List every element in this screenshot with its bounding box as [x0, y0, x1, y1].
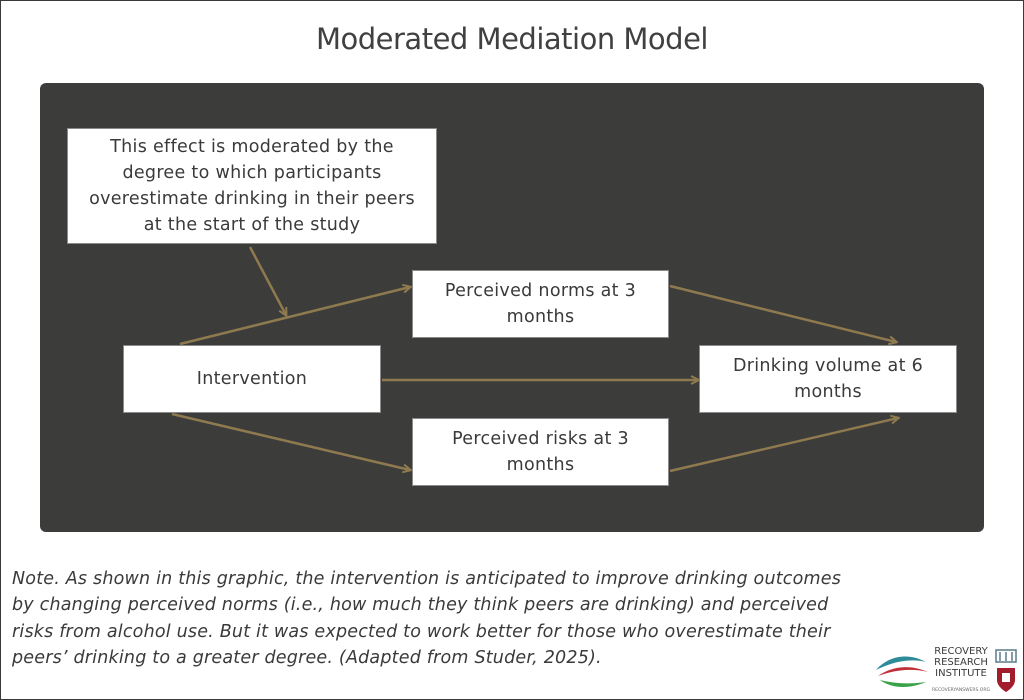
perceived-risks-box: Perceived risks at 3 months	[412, 418, 669, 486]
arrow-norms-to-outcome	[669, 284, 896, 342]
arrow-intervention-to-risks	[171, 412, 410, 470]
arrow-risks-to-outcome	[669, 418, 898, 473]
perceived-norms-box: Perceived norms at 3 months	[412, 270, 669, 338]
swoosh-icon	[876, 656, 928, 687]
drinking-volume-box: Drinking volume at 6 months	[699, 345, 957, 413]
institution-shield-icon	[995, 649, 1017, 692]
logo-line-3: INSTITUTE	[935, 668, 987, 679]
slide-title: Moderated Mediation Model	[316, 22, 709, 56]
logo-line-1: RECOVERY	[934, 646, 988, 657]
logo-line-2: RESEARCH	[934, 657, 988, 668]
intervention-box: Intervention	[123, 345, 381, 413]
moderator-box: This effect is moderated by the degree t…	[67, 128, 437, 244]
recovery-research-institute-logo: RECOVERY RESEARCH INSTITUTE RECOVERYANSW…	[874, 646, 1020, 696]
arrow-moderator-to-path	[248, 246, 286, 315]
arrow-intervention-to-norms	[179, 287, 410, 346]
logo-url: RECOVERYANSWERS.ORG	[932, 688, 990, 693]
figure-note: Note. As shown in this graphic, the inte…	[12, 569, 842, 668]
logo-wordmark: RECOVERY RESEARCH INSTITUTE	[930, 646, 992, 679]
